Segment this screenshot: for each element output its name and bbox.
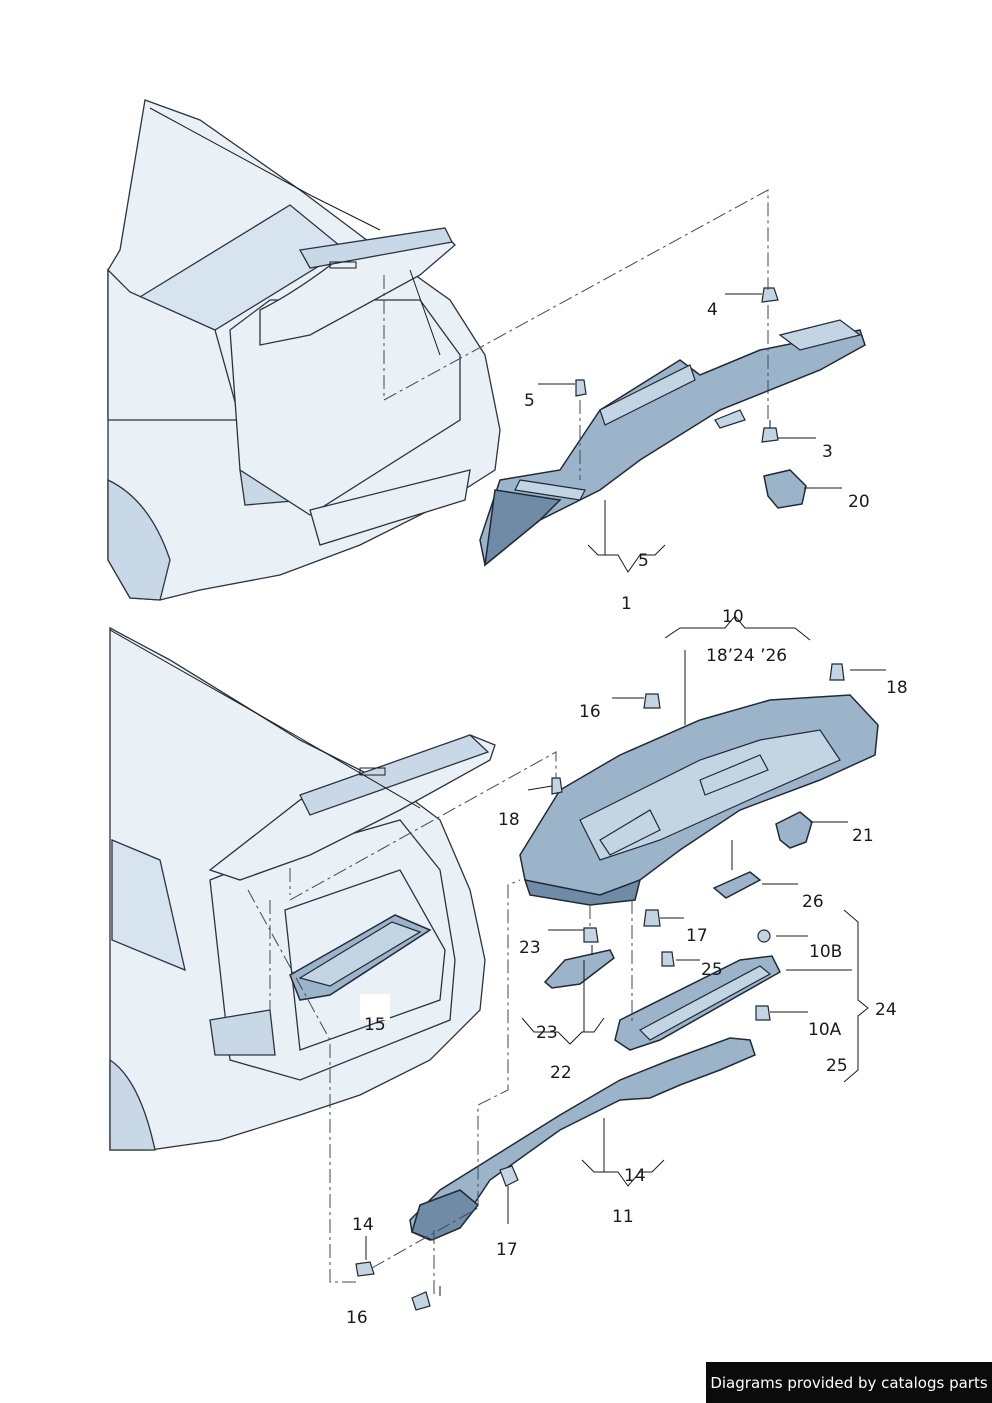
- part-18-clip-b: [551, 777, 563, 795]
- callout-4: 4: [707, 300, 718, 320]
- callout-26: 26: [802, 892, 824, 912]
- part-18-clip-a: [829, 663, 845, 681]
- part-10b-nut: [757, 929, 771, 943]
- sedan-illustration: [107, 99, 501, 601]
- callout-15-box: [360, 994, 390, 1020]
- part-1-trim-panel: [479, 319, 866, 567]
- callout-5b: 5: [638, 551, 649, 571]
- callout-16b: 16: [346, 1308, 368, 1328]
- callout-15: 15: [364, 1015, 386, 1035]
- wagon-illustration: [109, 626, 496, 1151]
- callout-5a: 5: [524, 391, 535, 411]
- callout-3: 3: [822, 442, 833, 462]
- callout-10a: 10A: [808, 1020, 842, 1040]
- callout-18a: 18: [886, 678, 908, 698]
- callout-1: 1: [621, 594, 632, 614]
- callout-23a: 23: [519, 938, 541, 958]
- part-22-bracket: [543, 949, 615, 989]
- part-3-screw: [761, 420, 779, 443]
- part-4-clip: [761, 287, 779, 303]
- callout-24: 24: [875, 1000, 897, 1020]
- callout-14a: 14: [624, 1166, 646, 1186]
- footer-credit: Diagrams provided by catalogs parts: [706, 1362, 992, 1403]
- part-16-clip-b: [411, 1291, 431, 1311]
- part-11-trim-strip: [409, 1037, 756, 1241]
- part-23-clip: [583, 927, 599, 943]
- part-10a-screw: [755, 1005, 771, 1021]
- part-21-cover: [775, 811, 813, 849]
- callout-17a: 17: [686, 926, 708, 946]
- callout-18-24-26: 18’24 ’26: [706, 646, 787, 666]
- callout-25b: 25: [826, 1056, 848, 1076]
- part-25-clip: [661, 951, 675, 967]
- callout-16a: 16: [579, 702, 601, 722]
- callout-18b: 18: [498, 810, 520, 830]
- part-24-bracket: [614, 955, 781, 1051]
- part-26-bracket: [712, 871, 762, 899]
- callout-11: 11: [612, 1207, 634, 1227]
- callout-23b: 23: [536, 1023, 558, 1043]
- part-16-clip-a: [643, 693, 661, 709]
- callout-21: 21: [852, 826, 874, 846]
- part-15-trim: [289, 914, 432, 1001]
- callout-10: 10: [722, 607, 744, 627]
- callout-14b: 14: [352, 1215, 374, 1235]
- callout-10b: 10B: [809, 942, 842, 962]
- callout-22: 22: [550, 1063, 572, 1083]
- callout-20: 20: [848, 492, 870, 512]
- part-5-clip: [575, 379, 587, 397]
- part-20-cover: [763, 469, 807, 509]
- callout-25a: 25: [701, 960, 723, 980]
- callout-17b: 17: [496, 1240, 518, 1260]
- part-17-screw-b: [499, 1165, 519, 1187]
- part-14-clip: [355, 1261, 375, 1277]
- part-17-screw-a: [643, 909, 661, 927]
- part-10-trim-panel: [519, 694, 879, 906]
